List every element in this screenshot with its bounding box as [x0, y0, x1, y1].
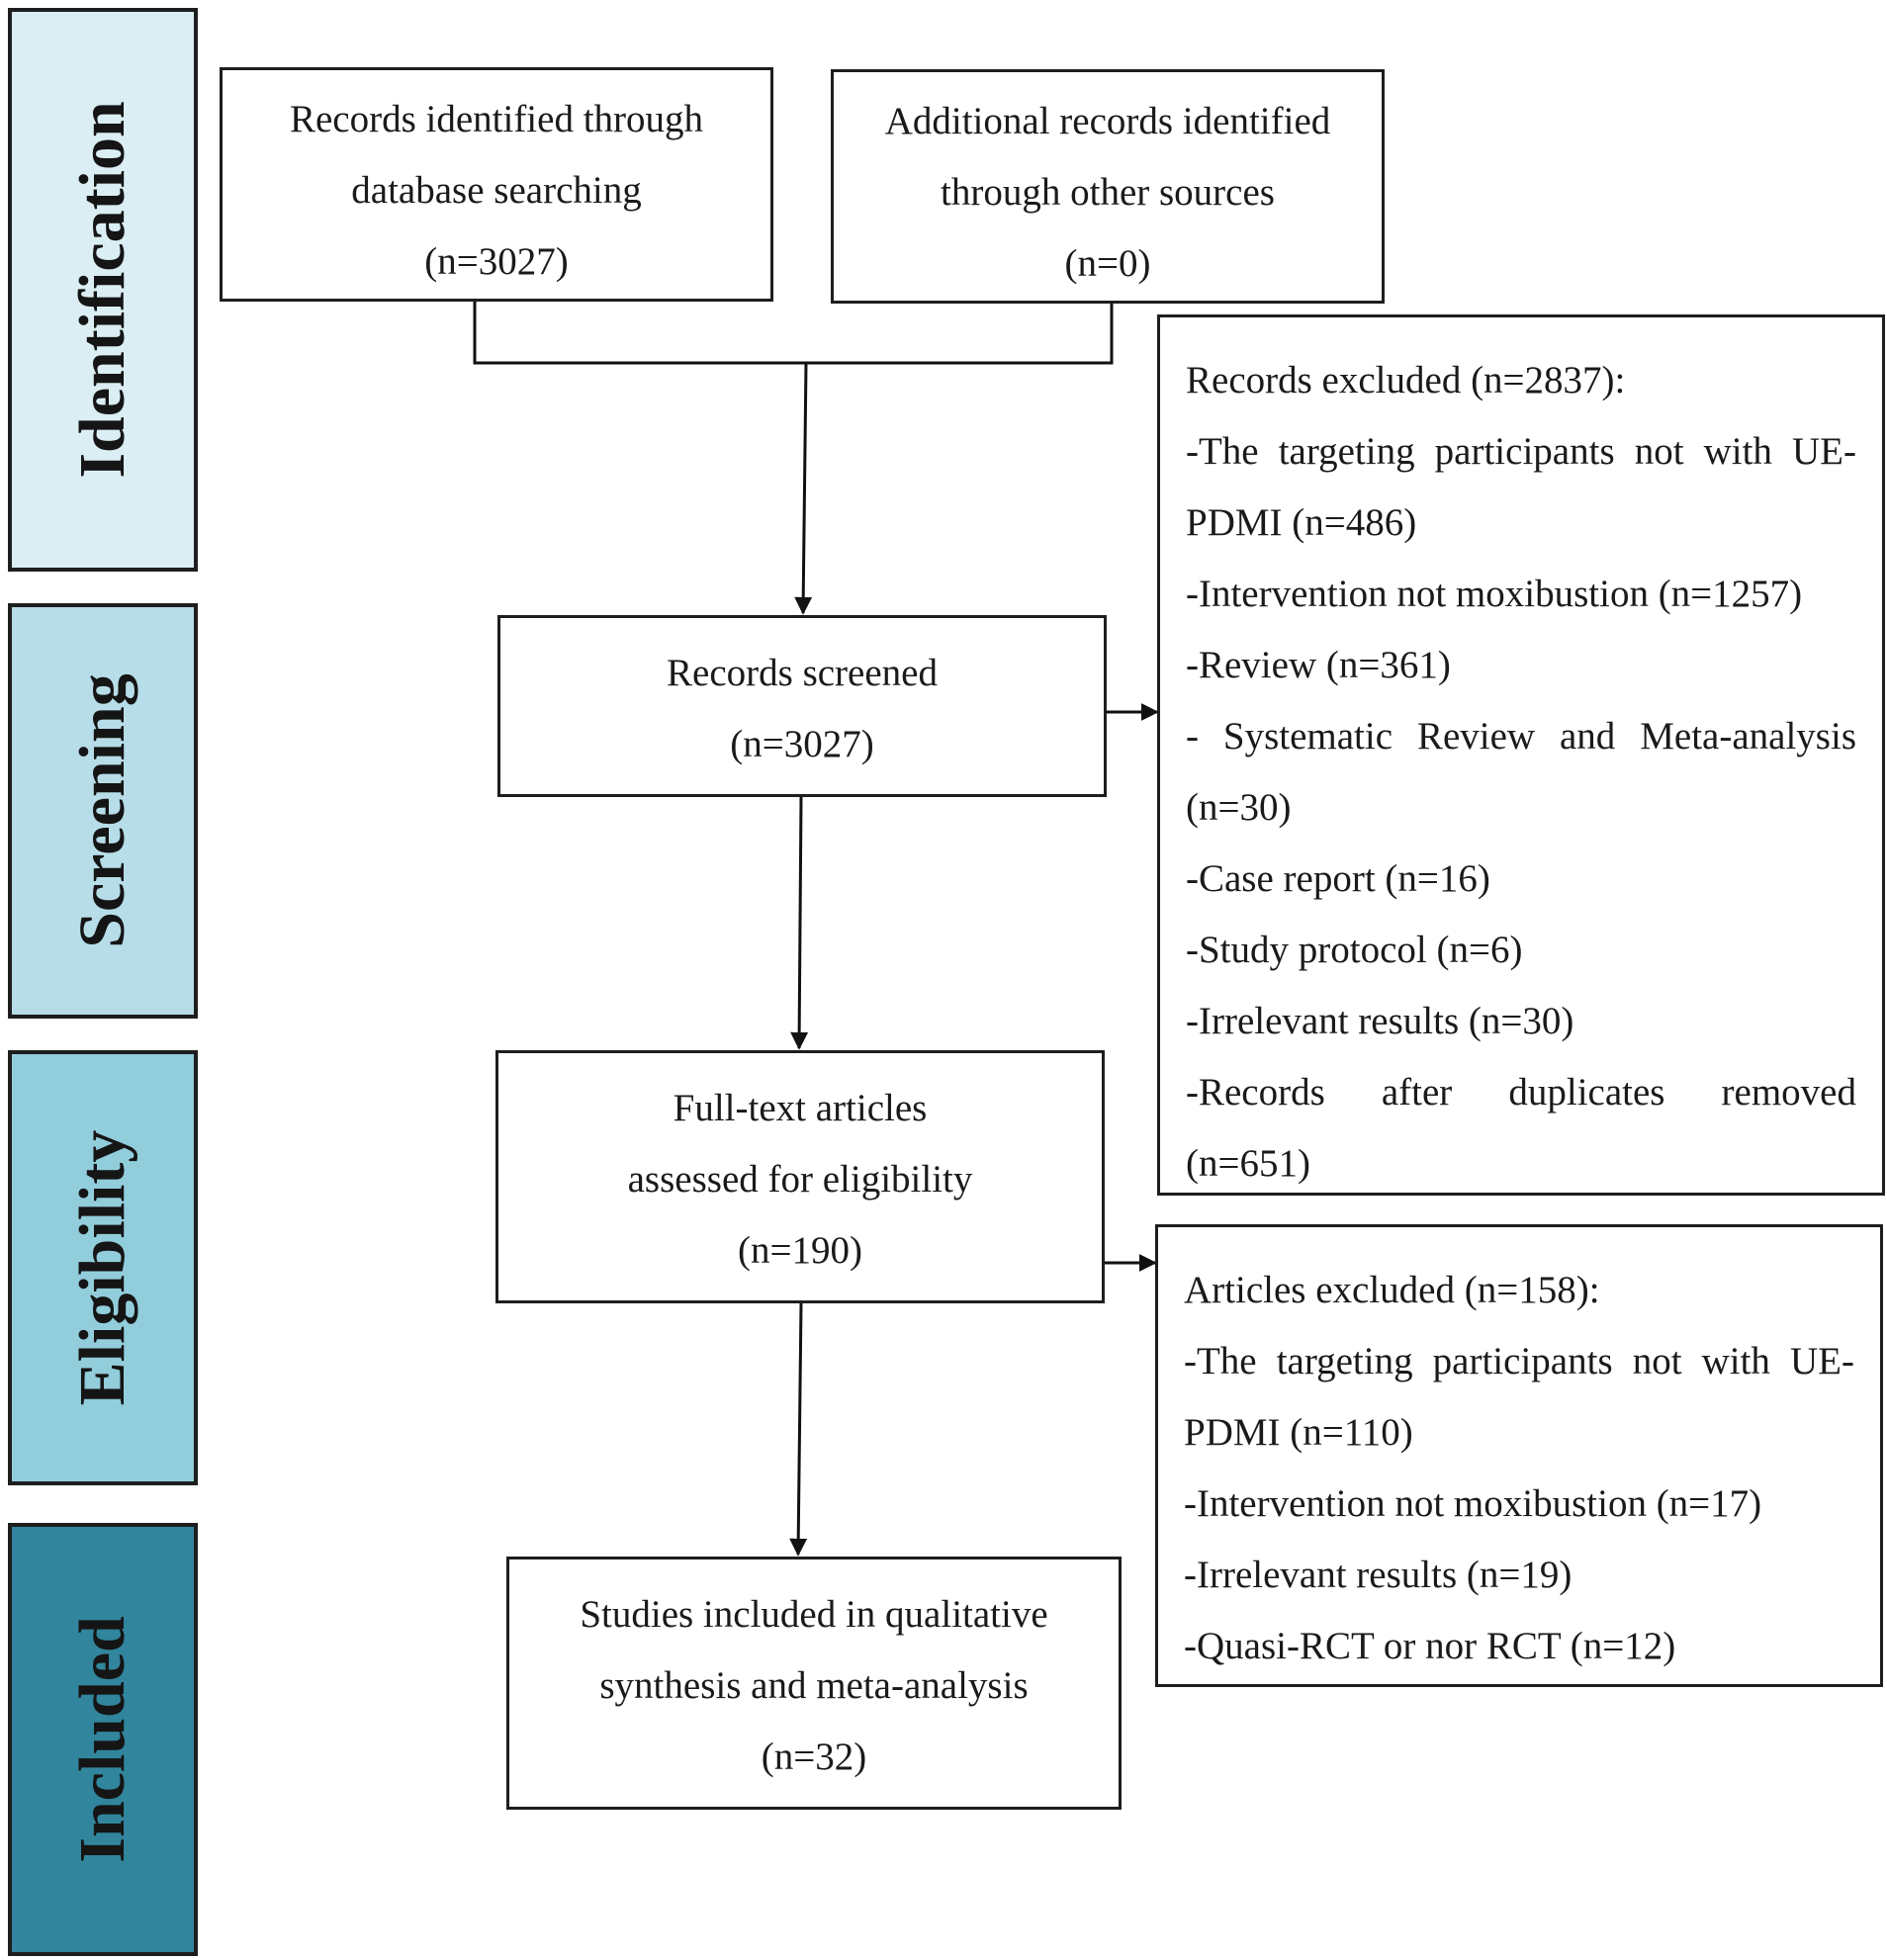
box-records-screened: Records screened (n=3027) [497, 615, 1107, 797]
box-articles-excluded: Articles excluded (n=158): -The targetin… [1155, 1224, 1883, 1687]
articles-excluded-item: -Quasi-RCT or nor RCT (n=12) [1184, 1625, 1676, 1667]
box-included-line-3: (n=32) [761, 1736, 867, 1778]
box-database-line-3: (n=3027) [424, 240, 569, 283]
box-database-records: Records identified through database sear… [220, 67, 773, 302]
box-database-line-1: Records identified through [289, 98, 704, 140]
phase-screening: Screening [8, 603, 198, 1019]
box-other-sources-line-3: (n=0) [1064, 242, 1151, 285]
box-fulltext-line-1: Full-text articles [673, 1087, 928, 1129]
arrow-to-fulltext [790, 796, 809, 1050]
records-excluded-item: -Case report (n=16) [1186, 857, 1490, 900]
records-excluded-item: (n=651) [1186, 1142, 1310, 1185]
articles-excluded-item: -The targeting participants not with UE- [1184, 1340, 1854, 1382]
box-included-line-1: Studies included in qualitative [580, 1593, 1048, 1636]
arrow-to-included [789, 1302, 808, 1557]
box-screened-line-1: Records screened [667, 652, 938, 694]
box-screened-line-2: (n=3027) [730, 723, 874, 765]
box-other-sources: Additional records identified through ot… [831, 69, 1385, 304]
arrow-to-screened [794, 362, 813, 615]
records-excluded-item: -Study protocol (n=6) [1186, 929, 1523, 971]
records-excluded-item: - Systematic Review and Meta-analysis [1186, 715, 1856, 757]
box-studies-included: Studies included in qualitative synthesi… [506, 1557, 1122, 1810]
merge-bracket [473, 301, 1114, 365]
phase-identification: Identification [8, 8, 198, 572]
records-excluded-item: -Intervention not moxibustion (n=1257) [1186, 573, 1803, 615]
records-excluded-item: -Records after duplicates removed [1186, 1071, 1856, 1114]
records-excluded-heading: Records excluded (n=2837): [1186, 359, 1626, 401]
box-fulltext-assessed: Full-text articles assessed for eligibil… [495, 1050, 1105, 1303]
box-records-excluded: Records excluded (n=2837): -The targetin… [1157, 314, 1885, 1196]
articles-excluded-heading: Articles excluded (n=158): [1184, 1269, 1600, 1311]
records-excluded-item: -Irrelevant results (n=30) [1186, 1000, 1574, 1042]
records-excluded-item: (n=30) [1186, 786, 1292, 829]
box-other-sources-line-1: Additional records identified [884, 100, 1331, 142]
box-included-line-2: synthesis and meta-analysis [599, 1664, 1029, 1707]
records-excluded-item: -Review (n=361) [1186, 644, 1451, 686]
articles-excluded-item: -Intervention not moxibustion (n=17) [1184, 1482, 1762, 1525]
phase-included: Included [8, 1523, 198, 1956]
phase-eligibility: Eligibility [8, 1050, 198, 1485]
records-excluded-item: -The targeting participants not with UE- [1186, 430, 1856, 473]
box-fulltext-line-2: assessed for eligibility [627, 1158, 973, 1201]
articles-excluded-item: -Irrelevant results (n=19) [1184, 1554, 1572, 1596]
box-fulltext-line-3: (n=190) [738, 1229, 862, 1272]
box-other-sources-line-2: through other sources [941, 171, 1275, 214]
records-excluded-item: PDMI (n=486) [1186, 501, 1417, 544]
box-database-line-2: database searching [351, 169, 642, 212]
articles-excluded-item: PDMI (n=110) [1184, 1411, 1413, 1454]
